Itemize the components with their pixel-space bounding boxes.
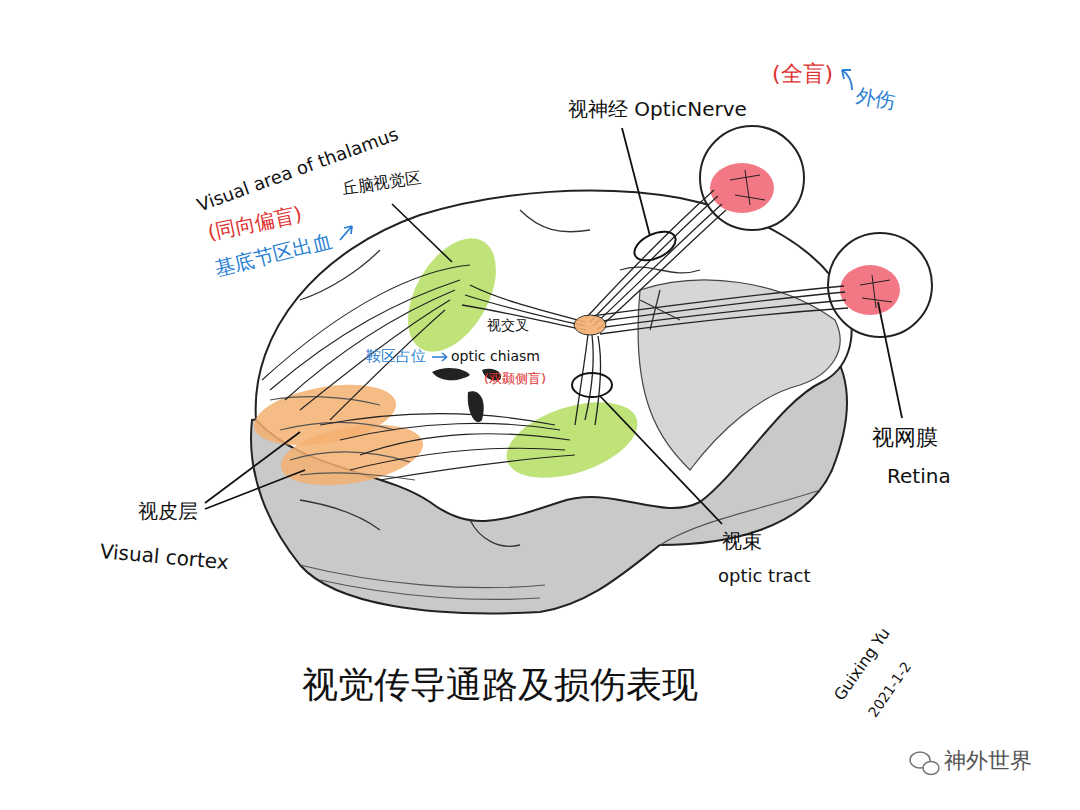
leader-line — [392, 204, 452, 262]
diagnosis-note: (全盲) — [772, 62, 833, 86]
part-label: 视皮层 — [138, 500, 198, 522]
part-label: optic chiasm — [451, 349, 540, 364]
nerve-ring — [630, 226, 680, 266]
note-arrow — [432, 353, 447, 361]
leader-line — [622, 128, 650, 236]
cause-note: 鞍区占位 — [366, 348, 426, 365]
leader-line — [878, 302, 902, 418]
part-label: 视网膜 — [872, 426, 938, 450]
tract-ring — [572, 373, 612, 397]
part-label: 视交叉 — [487, 318, 529, 333]
optic-radiation — [262, 265, 470, 420]
part-label: 丘脑视觉区 — [341, 169, 423, 198]
note-arrow — [842, 70, 851, 79]
watermark: 神外世界 — [944, 749, 1032, 773]
leader-line — [205, 432, 305, 509]
optic-nerve — [586, 190, 726, 330]
cerebellum-folia — [300, 490, 820, 599]
chiasm-marker — [574, 315, 606, 335]
visual-cortex-area — [276, 415, 428, 495]
part-label: Visual cortex — [99, 540, 230, 573]
optic-nerve — [592, 286, 848, 334]
note-arrow — [842, 70, 852, 90]
diagnosis-note: (同向偏盲) — [206, 202, 304, 243]
part-label: 视束 — [722, 530, 762, 552]
temporal-region — [638, 280, 840, 470]
thalamus-area — [497, 388, 647, 493]
diagnosis-note: (双颞侧盲) — [484, 372, 546, 386]
date-note: 2021-1-2 — [866, 659, 915, 720]
optic-tract — [575, 334, 601, 425]
optic-radiation — [320, 414, 575, 480]
part-label: 视神经 OpticNerve — [568, 98, 747, 120]
retina-vessels — [730, 170, 892, 308]
eyeball — [700, 126, 804, 230]
diagram-title: 视觉传导通路及损伤表现 — [302, 665, 698, 705]
sulci-lines — [300, 210, 700, 546]
cause-note: 外伤 — [854, 84, 897, 113]
part-label: Retina — [887, 465, 951, 487]
eyeball — [828, 233, 932, 337]
leader-line — [600, 396, 722, 524]
retina-area — [840, 265, 900, 315]
part-label: optic tract — [718, 566, 811, 586]
thalamus-area — [390, 223, 514, 366]
wechat-icon — [923, 762, 939, 775]
note-arrow — [340, 226, 352, 240]
brain-surface — [256, 191, 852, 521]
